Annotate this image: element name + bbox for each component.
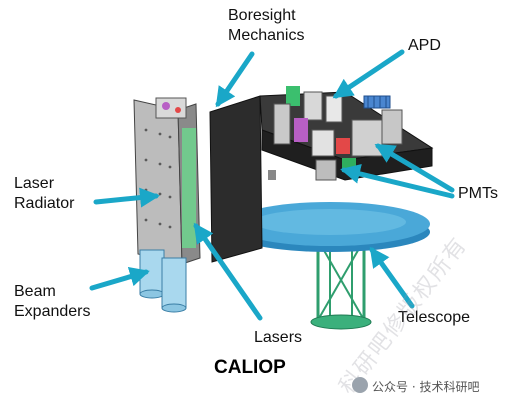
- arrow-beam-expanders: [89, 266, 150, 291]
- label-telescope: Telescope: [398, 309, 471, 326]
- label-apd: APD: [408, 37, 441, 54]
- telescope-primary: [230, 202, 430, 252]
- telescope-truss: [310, 238, 372, 330]
- label-boresight-line2: Mechanics: [228, 27, 305, 44]
- arrow-laser-radiator: [93, 187, 160, 208]
- label-boresight-line1: Boresight: [228, 7, 296, 24]
- label-laser-radiator-line1: Laser: [14, 175, 55, 192]
- laser-radiator: [133, 97, 201, 265]
- label-pmts: PMTs: [458, 185, 498, 202]
- label-arrows: [89, 49, 455, 321]
- bench-components: [273, 86, 403, 181]
- arrow-boresight: [215, 51, 255, 108]
- beam-expanders: [139, 249, 187, 313]
- optical-bench: [209, 91, 434, 263]
- label-laser-radiator-line2: Radiator: [14, 195, 75, 212]
- watermark-account: 公众号 · 技术科研吧: [372, 380, 480, 394]
- label-lasers: Lasers: [254, 329, 303, 346]
- label-beam-expanders-line1: Beam: [14, 283, 56, 300]
- label-beam-expanders: Beam Expanders: [14, 282, 91, 322]
- label-beam-expanders-line2: Expanders: [14, 303, 91, 320]
- wechat-icon: [352, 377, 368, 393]
- caption-caliop: CALIOP: [214, 357, 286, 378]
- arrow-pmts-2: [340, 164, 455, 199]
- arrow-lasers: [193, 222, 263, 321]
- label-laser-radiator: Laser Radiator: [14, 174, 74, 214]
- label-boresight-mechanics: Boresight Mechanics: [228, 6, 304, 46]
- arrow-telescope: [369, 246, 415, 309]
- arrow-apd: [332, 49, 405, 99]
- arrow-pmts-1: [374, 143, 455, 193]
